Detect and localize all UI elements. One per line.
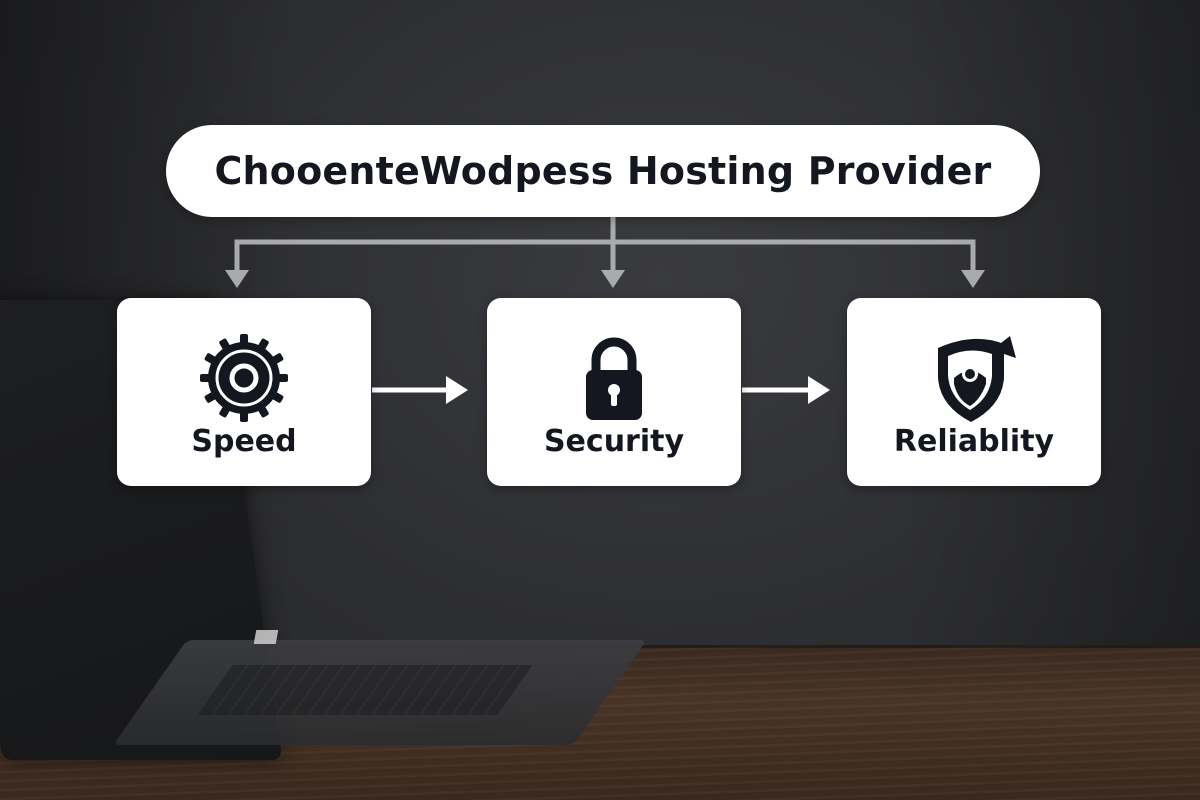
gear-icon <box>194 328 294 428</box>
card-label-security: Security <box>543 424 685 459</box>
arrowhead-down-reliability <box>961 270 985 288</box>
arrowhead-down-security <box>601 270 625 288</box>
shield-icon <box>924 328 1024 428</box>
arrowhead-right-1 <box>446 376 468 404</box>
card-reliability: Reliablity <box>847 298 1101 486</box>
padlock-icon <box>564 328 664 428</box>
title-box: ChooenteWodpess Hosting Provider <box>166 125 1040 217</box>
card-speed: Speed <box>117 298 371 486</box>
card-label-reliability: Reliablity <box>893 424 1055 459</box>
card-security: Security <box>487 298 741 486</box>
diagram-title: ChooenteWodpess Hosting Provider <box>214 149 992 193</box>
arrowhead-right-2 <box>808 376 830 404</box>
card-label-speed: Speed <box>191 424 297 459</box>
arrowhead-down-speed <box>225 270 249 288</box>
